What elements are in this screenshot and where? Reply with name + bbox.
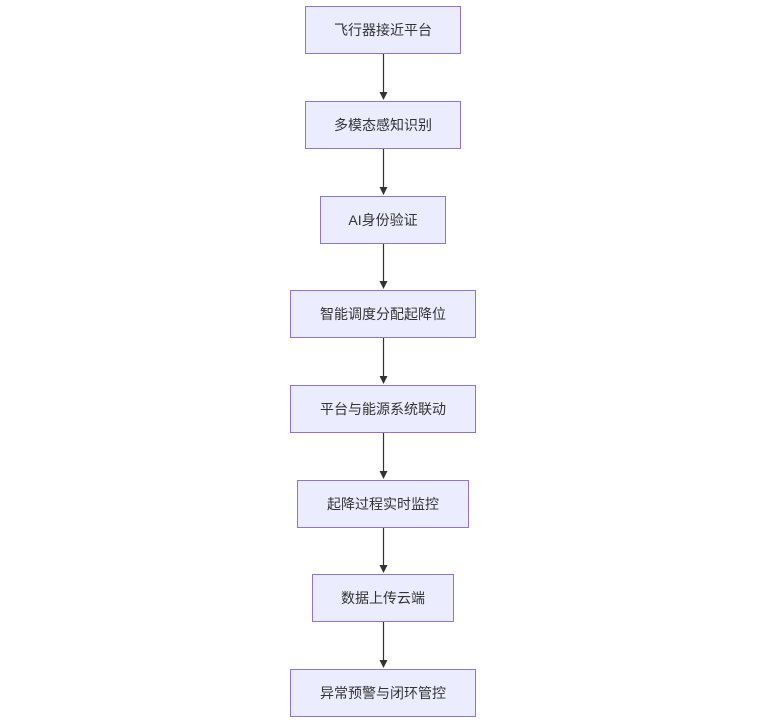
flow-arrowhead <box>379 660 388 668</box>
flow-arrow <box>379 433 388 479</box>
flow-arrowhead <box>379 376 388 384</box>
flow-arrowhead <box>379 187 388 195</box>
node-label: 多模态感知识别 <box>334 117 432 133</box>
flow-node-cloud-upload: 数据上传云端 <box>312 574 454 622</box>
flow-arrow <box>379 149 388 195</box>
node-label: 平台与能源系统联动 <box>320 401 446 417</box>
node-label: 数据上传云端 <box>341 590 425 606</box>
node-label: 飞行器接近平台 <box>334 22 432 38</box>
node-label: 智能调度分配起降位 <box>320 306 446 322</box>
node-label: AI身份验证 <box>348 212 418 228</box>
flow-arrow <box>379 244 388 289</box>
flow-arrow <box>379 338 388 384</box>
flow-node-smart-dispatch: 智能调度分配起降位 <box>290 290 476 338</box>
flow-node-multimodal-perception: 多模态感知识别 <box>305 101 461 149</box>
flow-arrow <box>379 622 388 668</box>
flow-node-anomaly-control: 异常预警与闭环管控 <box>290 669 476 717</box>
node-label: 起降过程实时监控 <box>327 496 439 512</box>
flow-node-energy-linkage: 平台与能源系统联动 <box>290 385 476 433</box>
flow-node-realtime-monitoring: 起降过程实时监控 <box>297 480 469 528</box>
flow-arrowhead <box>379 92 388 100</box>
flow-arrowhead <box>379 565 388 573</box>
flow-arrowhead <box>379 281 388 289</box>
flow-arrow <box>379 528 388 573</box>
flow-node-aircraft-approach: 飞行器接近平台 <box>305 6 461 54</box>
flow-arrow <box>379 54 388 100</box>
flow-arrowhead <box>379 471 388 479</box>
node-label: 异常预警与闭环管控 <box>320 685 446 701</box>
flow-node-ai-identity-verification: AI身份验证 <box>320 196 446 244</box>
